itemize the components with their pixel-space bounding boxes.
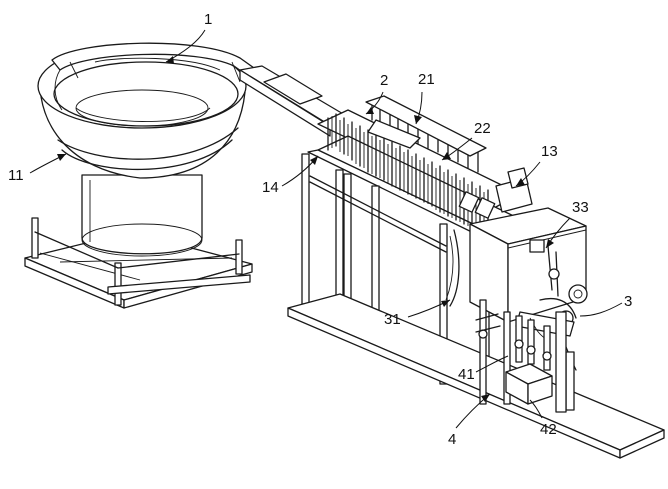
arrowhead-21	[414, 115, 422, 124]
reference-labels: 1 2 21 22 13 14 11 33 3 31 41 4	[8, 11, 632, 448]
tube-frame-assembly	[301, 95, 533, 401]
label-21: 21	[418, 71, 435, 88]
leader-42	[529, 399, 543, 419]
arrowhead-13	[516, 178, 525, 186]
label-2: 2	[380, 72, 388, 89]
label-11: 11	[8, 167, 24, 184]
arrowhead-11	[57, 154, 66, 161]
leader-41	[475, 355, 509, 373]
linear-feed-rail	[239, 65, 351, 137]
label-33: 33	[572, 199, 589, 216]
floor-plate	[287, 293, 665, 459]
leader-3	[579, 302, 623, 317]
lower-guide-rods	[475, 299, 552, 405]
vibratory-bowl-feeder	[37, 42, 269, 257]
label-31: 31	[384, 311, 401, 328]
label-4: 4	[448, 431, 456, 448]
collection-box	[505, 363, 553, 405]
arrowhead-31	[441, 300, 450, 307]
arrowhead-1	[166, 56, 174, 64]
arrowhead-33	[546, 239, 554, 248]
label-3: 3	[624, 293, 632, 310]
arrowhead-2	[366, 107, 374, 114]
arrowhead-4	[481, 394, 490, 402]
rotary-mechanism	[515, 284, 588, 413]
label-1: 1	[204, 11, 212, 28]
label-22: 22	[474, 120, 491, 137]
label-42: 42	[540, 421, 557, 438]
arrowhead-22	[442, 152, 451, 160]
label-41: 41	[458, 366, 475, 383]
arrowhead-14	[310, 156, 318, 165]
label-13: 13	[541, 143, 558, 160]
bowl-base-platform	[24, 217, 253, 309]
output-housing	[469, 207, 587, 323]
label-14: 14	[262, 179, 279, 196]
